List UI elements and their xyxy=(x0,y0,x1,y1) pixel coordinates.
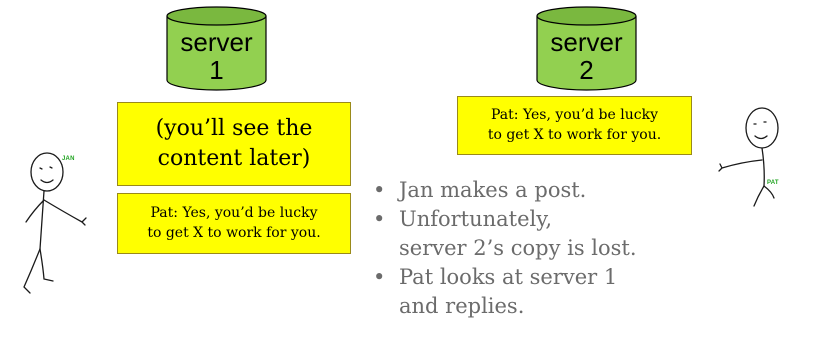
pat-reply-2-line1: Pat: Yes, you’d be lucky xyxy=(491,107,658,123)
pat-name-label: PAT xyxy=(767,180,779,186)
pat-stick-figure: PAT xyxy=(712,100,792,210)
bullet-item: Pat looks at server 1 and replies. xyxy=(373,263,673,321)
bullet-item-line1: Jan makes a post. xyxy=(399,178,587,202)
bullet-item: Jan makes a post. xyxy=(373,176,673,205)
pat-reply-2-line2: to get X to work for you. xyxy=(487,127,662,143)
jan-stick-figure: JAN xyxy=(14,150,104,300)
content-placeholder-line1: (you’ll see the xyxy=(155,116,313,141)
bullet-item: Unfortunately, server 2’s copy is lost. xyxy=(373,205,673,263)
server-2-label-line2: 2 xyxy=(579,55,594,85)
pat-reply-1-line2: to get X to work for you. xyxy=(147,225,321,241)
server-1-label-line1: server xyxy=(180,27,253,57)
server-1-cylinder: server 1 xyxy=(166,6,267,92)
pat-reply-box-server1: Pat: Yes, you’d be lucky to get X to wor… xyxy=(117,193,351,254)
server-1-label-line2: 1 xyxy=(209,55,224,85)
content-placeholder-box: (you’ll see the content later) xyxy=(117,102,351,186)
pat-reply-box-server2: Pat: Yes, you’d be lucky to get X to wor… xyxy=(457,96,692,155)
event-bullet-list: Jan makes a post. Unfortunately, server … xyxy=(373,176,673,321)
database-icon xyxy=(166,6,267,91)
jan-name-label: JAN xyxy=(62,156,75,162)
server-2-cylinder: server 2 xyxy=(536,6,637,92)
person-icon xyxy=(718,107,779,207)
bullet-item-line2: server 2’s copy is lost. xyxy=(399,236,637,260)
person-icon xyxy=(23,152,87,294)
content-placeholder-line2: content later) xyxy=(157,146,311,171)
bullet-item-line1: Unfortunately, xyxy=(399,207,553,231)
bullet-item-line1: Pat looks at server 1 xyxy=(399,265,618,289)
bullet-item-line2: and replies. xyxy=(399,294,525,318)
server-2-label-line1: server xyxy=(550,27,623,57)
database-icon xyxy=(536,6,637,91)
pat-reply-1-line1: Pat: Yes, you’d be lucky xyxy=(150,205,318,221)
